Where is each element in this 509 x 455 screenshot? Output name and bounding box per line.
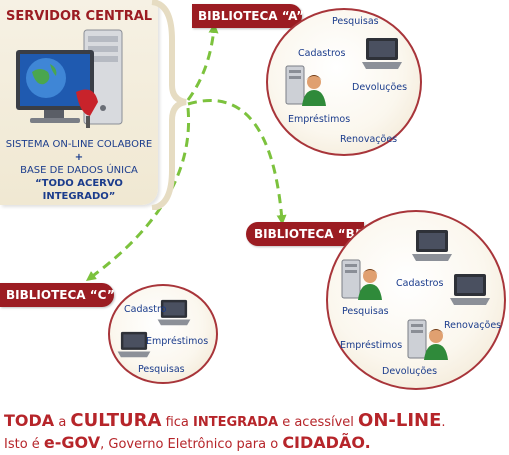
library-c-item-pesquisas: Pesquisas (138, 364, 185, 375)
library-b-item-pesquisas: Pesquisas (342, 306, 389, 317)
footer-line-1: TODA a CULTURA fica INTEGRADA e acessíve… (4, 410, 446, 431)
server-title: SERVIDOR CENTRAL (6, 9, 153, 24)
footer-text: , Governo Eletrônico para o (100, 437, 283, 452)
library-b-item-renovacoes: Renovações (444, 320, 502, 331)
footer-word-egov: e-GOV (43, 433, 101, 452)
footer-word-integrada: INTEGRADA (193, 415, 279, 430)
library-c-item-cadastro: Cadastro (124, 304, 167, 315)
server-brace (151, 0, 187, 210)
laptop-icon (362, 38, 402, 69)
library-a-item-cadastros: Cadastros (298, 48, 346, 59)
server-plus: + (74, 152, 84, 163)
server-system-text: SISTEMA ON-LINE COLABORE + BASE DE DADOS… (0, 138, 158, 203)
laptop-icon (412, 230, 452, 261)
user-server-icon (285, 65, 326, 106)
footer-text: fica (161, 415, 194, 430)
library-a-header: BIBLIOTECA “A” (192, 4, 304, 28)
arrow-to-lib-b (187, 99, 287, 225)
footer-line-2: Isto é e-GOV, Governo Eletrônico para o … (4, 433, 371, 452)
laptop-icon (117, 331, 151, 358)
library-b-item-emprestimos: Empréstimos (340, 340, 403, 351)
user-server-icon (341, 259, 382, 300)
user-server-icon (407, 319, 448, 360)
server-line-3: “TODO ACERVO INTEGRADO” (35, 178, 123, 202)
footer-word-online: ON-LINE (358, 410, 442, 431)
laptop-icon (157, 299, 191, 326)
footer-word-cultura: CULTURA (70, 410, 162, 431)
server-computer-icon (16, 29, 123, 128)
footer-word-cidadao: CIDADÃO. (282, 433, 371, 452)
library-a-item-devolucoes: Devoluções (352, 82, 408, 93)
footer-text: . (441, 415, 446, 430)
library-b-item-devolucoes: Devoluções (382, 366, 438, 377)
library-a-item-emprestimos: Empréstimos (288, 114, 351, 125)
library-a-item-renovacoes: Renovações (340, 134, 398, 145)
footer-text: e acessível (278, 415, 359, 430)
arrow-to-lib-a (186, 23, 219, 101)
footer-text: Isto é (4, 437, 44, 452)
footer-text: a (54, 415, 71, 430)
library-b-item-cadastros: Cadastros (396, 278, 444, 289)
library-c-item-emprestimos: Empréstimos (146, 336, 209, 347)
laptop-icon (450, 274, 490, 305)
server-line-1: SISTEMA ON-LINE COLABORE (5, 139, 153, 150)
server-line-2: BASE DE DADOS ÚNICA (20, 165, 138, 176)
footer-word-toda: TODA (4, 411, 55, 430)
library-b-header: BIBLIOTECA “B” (246, 222, 364, 246)
library-c-header: BIBLIOTECA “C” (0, 283, 115, 307)
library-a-item-pesquisas: Pesquisas (332, 16, 379, 27)
